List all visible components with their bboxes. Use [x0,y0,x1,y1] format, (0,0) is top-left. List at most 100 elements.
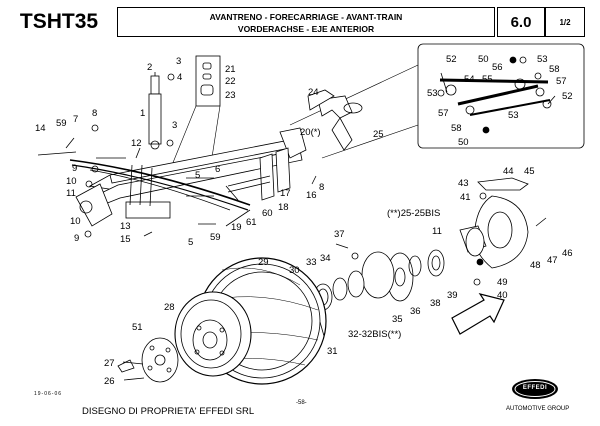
callout: 11 [66,188,76,199]
tie-rod [437,56,556,134]
callout: 8 [319,182,324,193]
inset-leader-line [289,64,419,126]
callout: 16 [306,190,317,201]
callout: 52 [446,54,457,65]
callout: 10 [66,176,77,187]
callout: 43 [458,178,469,189]
inset-leader-line [321,124,419,159]
callout-labels: 2 3 4 3 1 12 21 22 23 14 59 7 8 9 10 11 … [35,54,573,387]
callout: 50 [458,137,469,148]
callout: 5 [195,170,200,181]
title-box: AVANTRENO - FORECARRIAGE - AVANT-TRAIN V… [117,7,495,37]
callout: 40 [497,290,508,301]
leaf-spring [69,159,251,219]
direction-arrow [451,293,505,335]
wheel-stud-disc [117,337,179,383]
callout: 57 [438,108,449,119]
callout: 27 [104,358,115,369]
callout: 19 [231,222,242,233]
callout: 9 [74,233,79,244]
page-number: 1/2 [545,7,585,37]
bushing-box-frame [195,55,221,107]
callout: 21 [225,64,236,75]
callout: 7 [73,114,78,125]
callout: 41 [460,192,471,203]
detail-inset-frame [417,43,585,149]
callout: 25 [373,129,384,140]
callout: 58 [549,64,560,75]
callout: 31 [327,346,338,357]
callout: 51 [132,322,143,333]
callout: 53 [427,88,438,99]
brand-name: EFFEDI [522,385,548,391]
callout: 58 [451,123,462,134]
steering-rod-detail-inset [289,43,585,159]
callout: 6 [215,164,220,175]
callout: 49 [497,277,508,288]
callout: 56 [492,62,503,73]
model-code: TSHT35 [6,6,112,38]
callout: 3 [176,56,181,67]
callout: 61 [246,217,257,228]
effedi-logo [512,379,558,399]
callout: 5 [188,237,193,248]
callout: 39 [447,290,458,301]
callout: 1 [140,108,145,119]
callout: 36 [410,306,421,317]
shock-absorber [148,72,175,150]
callout: 44 [503,166,514,177]
callout: 3 [172,120,177,131]
title-line-1: AVANTRENO - FORECARRIAGE - AVANT-TRAIN [209,12,403,22]
callout: 60 [262,208,273,219]
callout: 47 [547,255,558,266]
callout: 32-32BIS(**) [348,329,401,340]
callout: 45 [524,166,535,177]
steering-knuckle [307,89,363,151]
callout: 11 [432,226,442,237]
callout: 14 [35,123,46,134]
drawing-date: 19-06-06 [34,391,63,397]
callout: 15 [120,234,131,245]
callout: 2 [147,62,152,73]
callout: 28 [164,302,175,313]
wheel-rim [174,291,252,377]
callout: 23 [225,90,236,101]
callout: (**)25-25BIS [387,208,440,219]
wheel-hub-assembly [313,249,445,311]
callout: 37 [334,229,345,240]
callout: 20(*) [300,127,321,138]
callout: 33 [306,257,317,268]
ownership-notice: DISEGNO DI PROPRIETA' EFFEDI SRL [82,406,255,417]
callout: 29 [258,257,269,268]
callout: 57 [556,76,567,87]
callout: 26 [104,376,115,387]
callout: 59 [210,232,221,243]
callout: 35 [392,314,403,325]
callout: 52 [562,91,573,102]
callout: 18 [278,202,289,213]
brand-subtitle: AUTOMOTIVE GROUP [506,406,570,412]
callout: 38 [430,298,441,309]
sheet-number: -58- [296,400,307,406]
callout: 48 [530,260,541,271]
callout: 22 [225,76,236,87]
callout: 12 [131,138,142,149]
callout: 59 [56,118,67,129]
callout: 53 [508,110,519,121]
spring-brackets [227,147,291,201]
section-number: 6.0 [497,7,545,37]
callout: 13 [120,221,131,232]
callout: 46 [562,248,573,259]
brake-backing-plate [459,177,529,286]
callout: 30 [289,265,300,276]
callout: 8 [92,108,97,119]
callout: 4 [177,72,182,83]
callout: 10 [70,216,81,227]
bolts-and-nuts [37,124,547,365]
callout: 9 [72,163,77,174]
callout: 53 [537,54,548,65]
callout: 55 [482,74,493,85]
callout: 50 [478,54,489,65]
